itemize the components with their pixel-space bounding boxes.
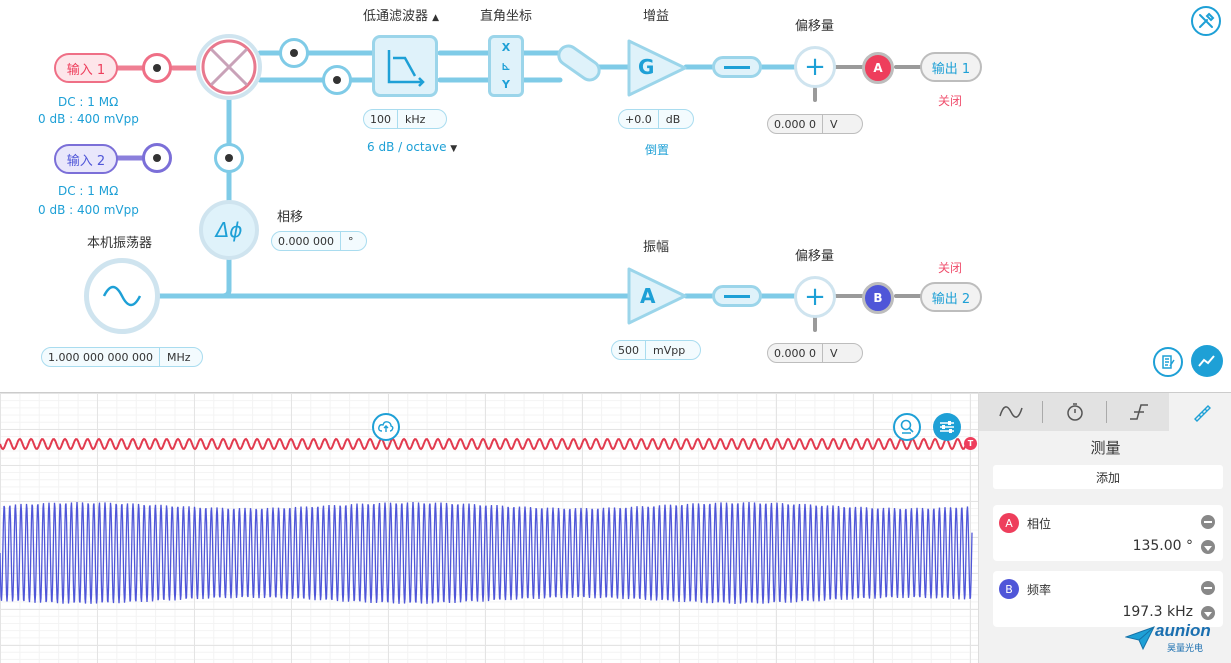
mixer-out-y-node[interactable] — [322, 65, 352, 95]
rect-y-label: Y — [502, 78, 510, 91]
output-1-label: 输出 1 — [931, 61, 971, 77]
panel-title: 测量 — [1090, 439, 1121, 457]
input-2-coupling-toggle[interactable] — [142, 143, 172, 173]
offset-1-adder-icon[interactable]: + — [794, 46, 836, 88]
amplitude-title: 振幅 — [643, 240, 670, 255]
brand-name: aunion — [1155, 621, 1211, 640]
panel-tabbar — [979, 393, 1231, 431]
input-2-range: 0 dB : 400 mVpp — [38, 203, 139, 217]
tab-trigger[interactable] — [1107, 393, 1170, 431]
measurement-b-dropdown-icon[interactable] — [1201, 606, 1215, 620]
trend-chart-icon[interactable] — [1191, 345, 1223, 377]
input-1-label: 输入 1 — [66, 62, 106, 78]
trigger-marker[interactable]: T — [964, 437, 977, 450]
input-1-impedance: DC : 1 MΩ — [58, 95, 119, 109]
phase-shift-icon[interactable]: Δϕ — [199, 200, 259, 260]
rect-coordinates-block[interactable]: X ⊾ Y — [488, 35, 524, 97]
input-1-range: 0 dB : 400 mVpp — [38, 112, 139, 126]
waveform-traces — [0, 437, 973, 604]
measurement-a-badge: A — [999, 513, 1019, 533]
output-2-status: 关闭 — [938, 261, 963, 275]
tab-timebase[interactable] — [1043, 393, 1106, 431]
output-1-filter-block[interactable] — [712, 56, 762, 78]
measurement-a-value: 135.00 ° — [1132, 538, 1193, 554]
aunion-logo: aunion 昊量光电 — [1125, 621, 1225, 659]
zoom-icon[interactable] — [893, 413, 921, 441]
oscilloscope-display[interactable]: T — [0, 392, 978, 663]
gain-amplifier-icon[interactable] — [625, 37, 689, 99]
amplitude-symbol: A — [640, 284, 656, 308]
measurement-a-name: 相位 — [1027, 517, 1052, 531]
rect-axis-icon: ⊾ — [501, 59, 511, 73]
input-2-label: 输入 2 — [66, 153, 106, 169]
trace-channel-a — [0, 437, 973, 451]
output-1-status: 关闭 — [938, 94, 963, 108]
input-1-button[interactable]: 输入 1 — [54, 53, 118, 83]
tab-waveform[interactable] — [979, 393, 1042, 431]
paper-plane-icon — [1125, 626, 1155, 651]
measurement-b-value: 197.3 kHz — [1122, 604, 1193, 620]
gain-invert-toggle[interactable]: 倒置 — [645, 143, 670, 157]
lowpass-slope-select[interactable]: 6 dB / octave ▼ — [367, 140, 458, 154]
measurement-a-dropdown-icon[interactable] — [1201, 540, 1215, 554]
amplitude-amplifier-icon[interactable] — [625, 265, 689, 327]
phase-title: 相移 — [277, 210, 304, 225]
remove-measurement-a-icon[interactable] — [1201, 515, 1215, 529]
input-1-coupling-toggle[interactable] — [142, 53, 172, 83]
tools-icon[interactable] — [1191, 6, 1221, 36]
brand-subtitle: 昊量光电 — [1167, 644, 1204, 654]
offset-1-title: 偏移量 — [795, 19, 835, 34]
sine-wave-icon — [998, 406, 1023, 418]
output-2-filter-block[interactable] — [712, 285, 762, 307]
input-2-button[interactable]: 输入 2 — [54, 144, 118, 174]
lowpass-title[interactable]: 低通滤波器 ▲ — [363, 9, 440, 24]
measurement-card-b: B 频率 197.3 kHz — [993, 571, 1223, 627]
remove-measurement-b-icon[interactable] — [1201, 581, 1215, 595]
measurement-b-badge: B — [999, 579, 1019, 599]
output-2-button[interactable]: 输出 2 — [920, 282, 982, 312]
output-2-badge[interactable]: B — [862, 282, 894, 314]
block-diagram: 输入 1 DC : 1 MΩ 0 dB : 400 mVpp 输入 2 DC :… — [38, 6, 1223, 377]
offset-2-adder-icon[interactable]: + — [794, 276, 836, 318]
output-2-label: 输出 2 — [931, 291, 971, 307]
tab-measure[interactable] — [1169, 393, 1231, 431]
output-1-badge[interactable]: A — [862, 52, 894, 84]
reference-node[interactable] — [214, 143, 244, 173]
gain-title: 增益 — [643, 9, 670, 24]
trace-channel-b — [0, 502, 973, 604]
lowpass-filter-icon[interactable] — [372, 35, 438, 97]
gain-symbol: G — [638, 55, 655, 79]
mixer-icon[interactable] — [196, 34, 262, 100]
add-measurement-button[interactable]: 添加 — [993, 465, 1223, 489]
signal-wires — [114, 50, 922, 332]
rect-coordinates-title: 直角坐标 — [480, 9, 533, 24]
ruler-icon — [1193, 405, 1211, 422]
settings-sliders-icon[interactable] — [933, 413, 961, 441]
stopwatch-icon — [1066, 403, 1083, 421]
oscillator-sine-icon[interactable] — [84, 258, 160, 334]
input-2-impedance: DC : 1 MΩ — [58, 184, 119, 198]
notes-icon[interactable] — [1153, 347, 1183, 377]
phase-value-field[interactable]: 0.000 000° — [271, 231, 367, 251]
offset-2-title: 偏移量 — [795, 249, 835, 264]
measurement-card-a: A 相位 135.00 ° — [993, 505, 1223, 561]
cloud-upload-icon[interactable] — [372, 413, 400, 441]
output-1-button[interactable]: 输出 1 — [920, 52, 982, 82]
rect-x-label: X — [501, 41, 511, 54]
trigger-edge-icon — [1129, 404, 1148, 420]
mixer-out-x-node[interactable] — [279, 38, 309, 68]
oscillator-title: 本机振荡器 — [87, 236, 153, 251]
measurement-b-name: 频率 — [1027, 583, 1052, 597]
measurement-panel: 测量 添加 A 相位 135.00 ° B 频率 197.3 kHz aunio… — [978, 392, 1231, 663]
